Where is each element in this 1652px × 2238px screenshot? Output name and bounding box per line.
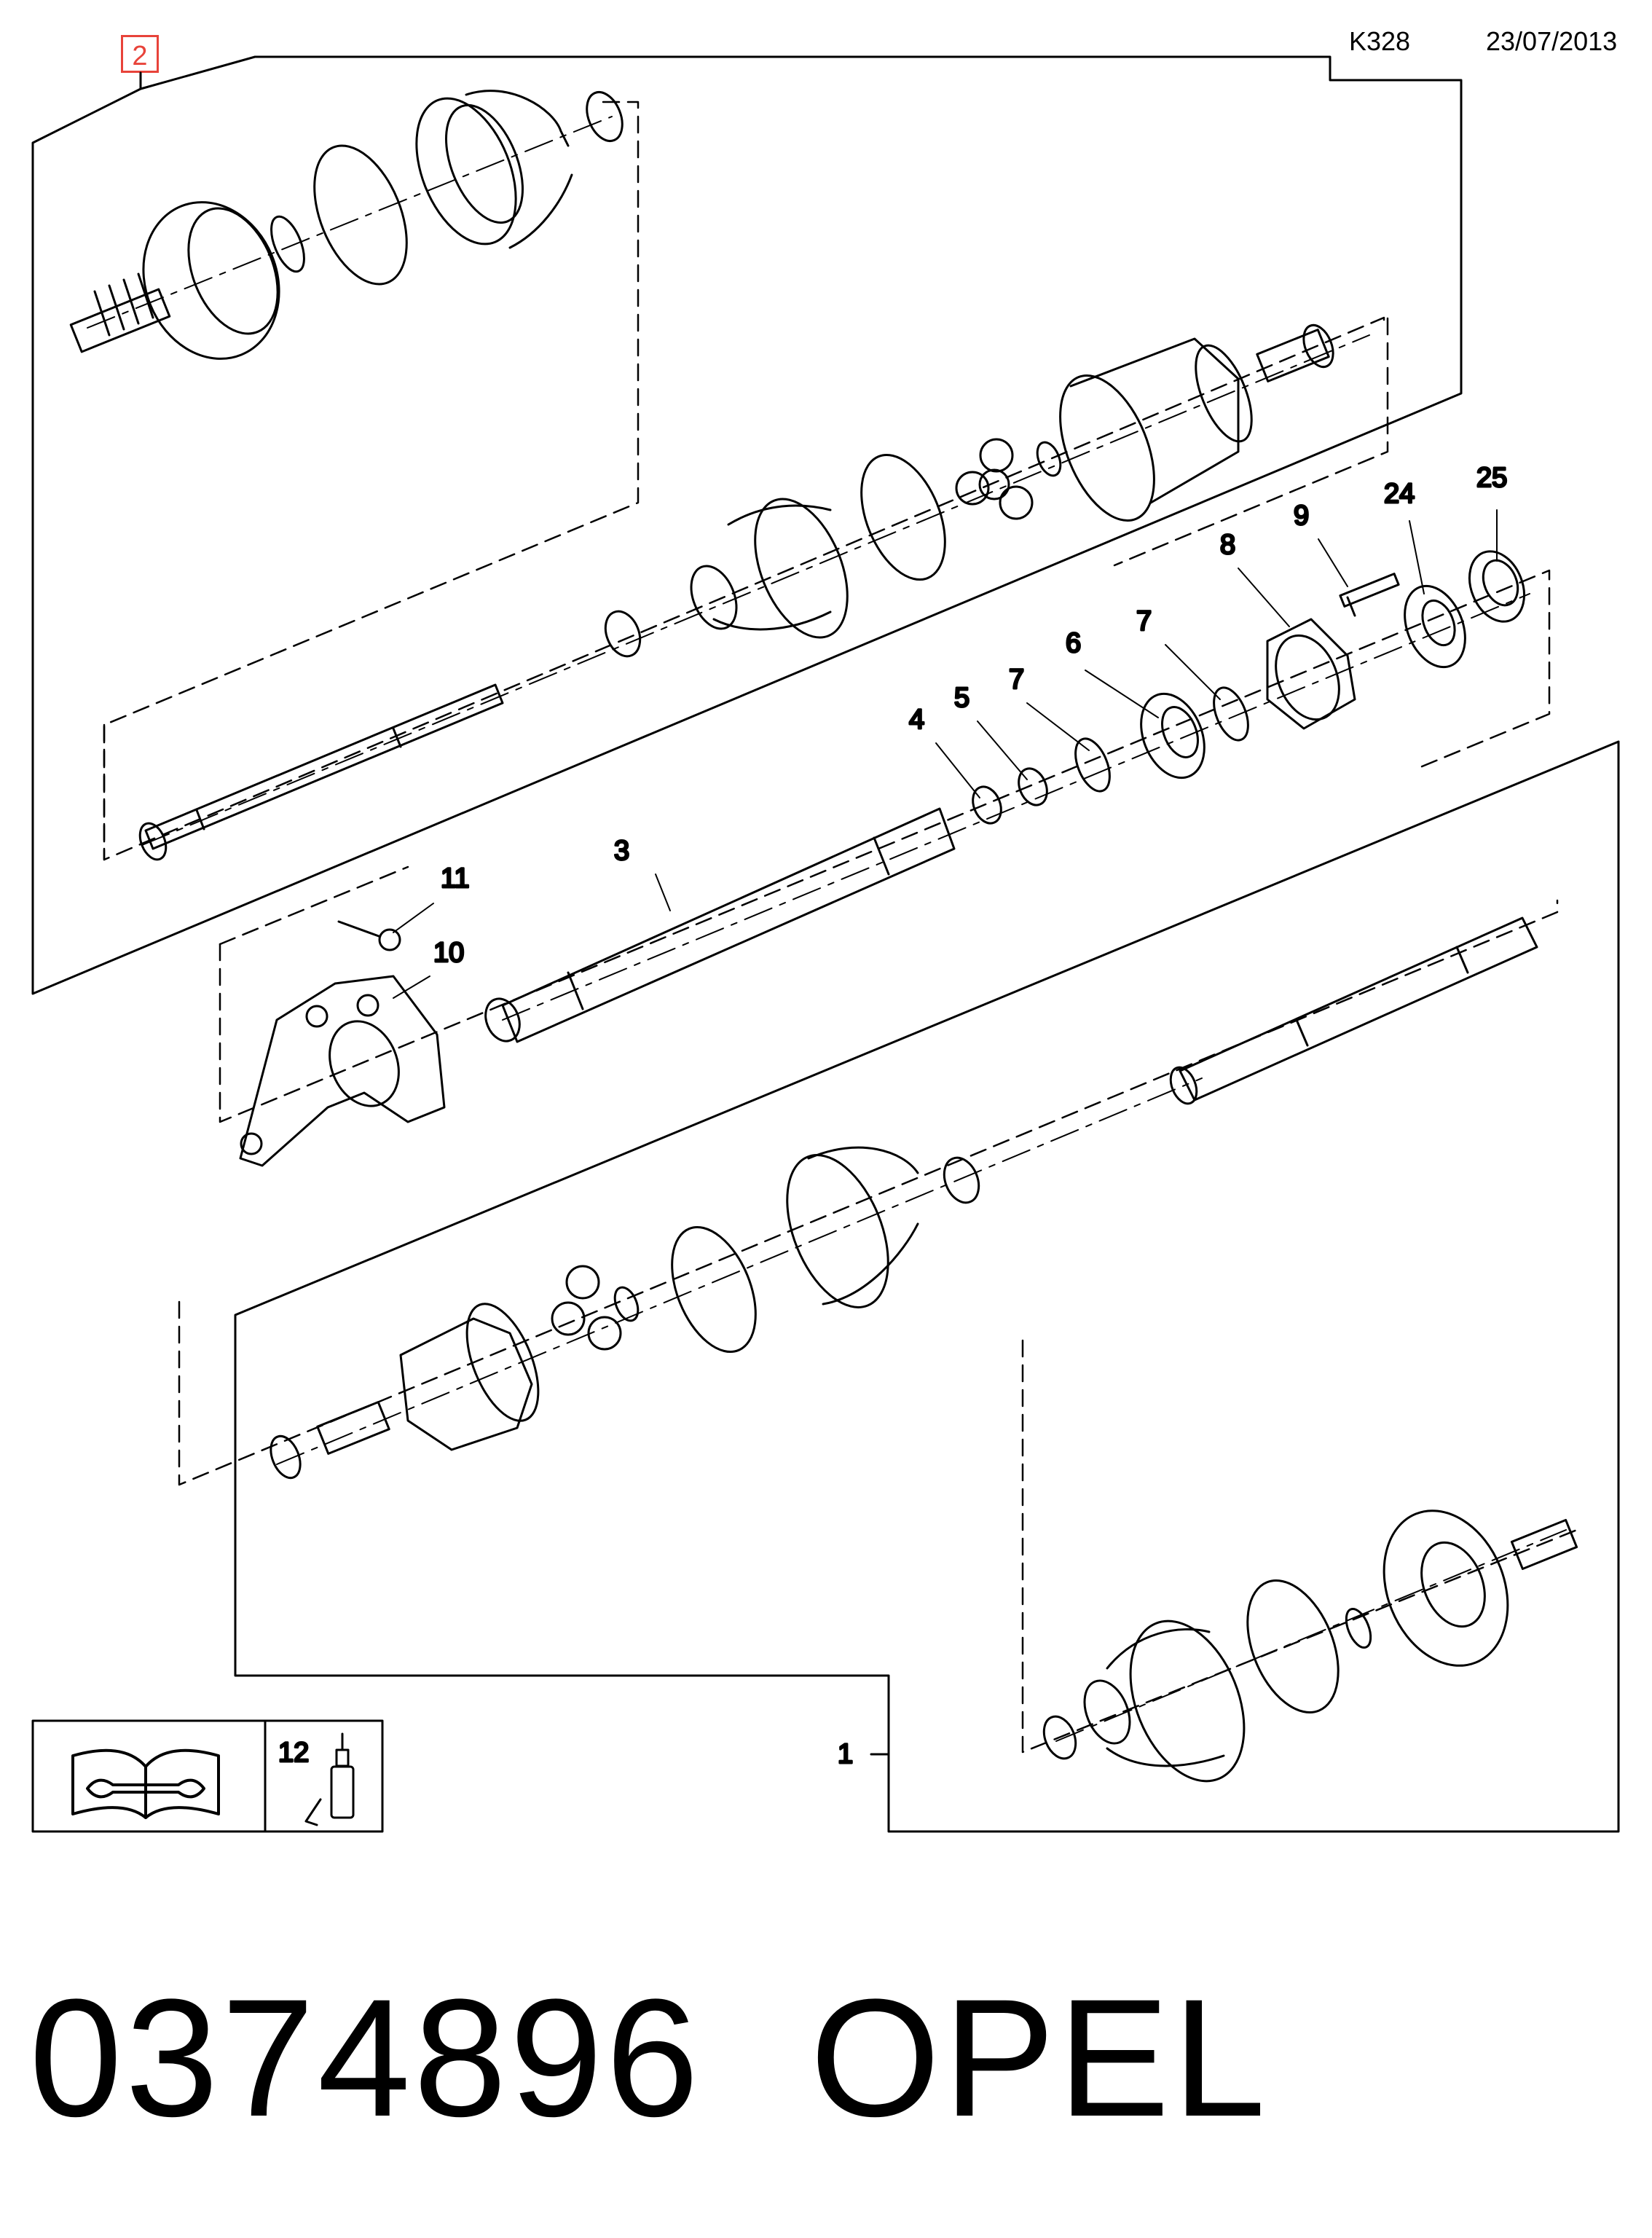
inner-joint-kit-outline <box>1113 317 1389 567</box>
circlip-7a[interactable] <box>1069 734 1117 796</box>
cv-boot-inner-lower[interactable] <box>767 1141 919 1322</box>
callout-7b[interactable]: 7 <box>1136 605 1153 638</box>
part-number: 0374896 <box>29 1964 702 2151</box>
drive-shaft-lower[interactable] <box>1165 916 1538 1107</box>
outer-cv-joint-lower[interactable] <box>1362 1492 1578 1684</box>
boot-clamp-small-top[interactable] <box>580 87 629 146</box>
cv-boot-top[interactable] <box>397 84 573 259</box>
circlip-spider-upper[interactable] <box>1033 439 1065 479</box>
callout-7a[interactable]: 7 <box>1008 664 1026 696</box>
upper-assembly-frame <box>31 55 1463 995</box>
ring-4[interactable] <box>968 782 1007 828</box>
tripod-spider-lower[interactable] <box>551 1265 622 1351</box>
circlip-spider-lower[interactable] <box>610 1284 642 1324</box>
lower-shaft-outline <box>178 899 1559 1486</box>
manual-wrench-icon <box>71 1748 220 1819</box>
circlip-inner-lower[interactable] <box>265 1432 306 1482</box>
callout-5[interactable]: 5 <box>953 682 971 715</box>
boot-clamp-small-lower-outer[interactable] <box>1038 1712 1082 1764</box>
outer-joint-lower-outline <box>1021 1339 1582 1754</box>
axis-top <box>87 116 613 329</box>
bearing-24[interactable] <box>1393 577 1476 676</box>
callout-12[interactable]: 12 <box>278 1737 310 1770</box>
outer-joint-kit-outline <box>103 101 640 861</box>
callout-4[interactable]: 4 <box>908 704 926 737</box>
legend-box <box>31 1719 384 1833</box>
cv-boot-outer-lower[interactable] <box>1076 1604 1266 1798</box>
inner-joint-outline <box>103 316 1385 861</box>
outer-cv-joint-top[interactable] <box>69 181 302 379</box>
circlip-top[interactable] <box>264 212 310 276</box>
bracket-outline <box>219 865 409 946</box>
axis-intermediate <box>502 593 1530 1021</box>
callout-11[interactable]: 11 <box>440 863 471 895</box>
inner-tripod-housing-lower[interactable] <box>316 1294 553 1455</box>
lubricant-bottle-icon <box>304 1732 355 1826</box>
callout-8[interactable]: 8 <box>1219 529 1237 562</box>
boot-clamp-small-lower[interactable] <box>938 1153 986 1208</box>
cv-boot-inner-upper[interactable] <box>683 486 865 651</box>
group-ref-badge[interactable]: 2 <box>121 35 159 73</box>
bearing-housing-8[interactable] <box>1264 618 1356 730</box>
inner-tripod-housing[interactable] <box>1042 329 1330 534</box>
callout-24[interactable]: 24 <box>1383 478 1416 511</box>
axis-upper-shaft <box>141 334 1370 846</box>
boot-clamp-large-top[interactable] <box>296 133 425 298</box>
axis-lower-shaft <box>276 1077 1203 1465</box>
callout-6[interactable]: 6 <box>1065 627 1082 660</box>
intermediate-shaft[interactable] <box>479 807 956 1046</box>
circlip-inner-upper[interactable] <box>1298 321 1339 371</box>
bolt-9[interactable] <box>1339 573 1400 617</box>
circlip-outer-lower[interactable] <box>1342 1606 1376 1651</box>
axis-outer-joint <box>1055 1529 1567 1742</box>
boot-clamp-large-lower[interactable] <box>1230 1567 1356 1725</box>
callout-10[interactable]: 10 <box>433 937 465 970</box>
drawing-code: K328 <box>1349 26 1411 56</box>
bearing-6[interactable] <box>1129 684 1216 787</box>
support-bracket-10[interactable] <box>239 975 446 1167</box>
brand-name: OPEL <box>810 1964 1269 2151</box>
boot-clamp-small-inner-upper[interactable] <box>599 606 647 661</box>
ring-5[interactable] <box>1014 764 1053 809</box>
callout-9[interactable]: 9 <box>1293 500 1310 533</box>
boot-clamp-large-inner-lower[interactable] <box>656 1215 772 1364</box>
drive-shaft-upper[interactable] <box>135 683 504 863</box>
callout-25[interactable]: 25 <box>1476 462 1509 495</box>
bolt-11[interactable] <box>337 920 401 951</box>
boot-clamp-large-inner-upper[interactable] <box>845 443 961 592</box>
seal-25[interactable] <box>1460 543 1534 630</box>
drawing-date: 23/07/2013 <box>1486 26 1618 56</box>
intermediate-shaft-outline <box>219 569 1551 1123</box>
callout-3[interactable]: 3 <box>613 835 631 868</box>
tripod-spider-upper[interactable] <box>955 438 1034 520</box>
circlip-7b[interactable] <box>1207 683 1255 745</box>
callout-1[interactable]: 1 <box>837 1738 854 1771</box>
lower-assembly-frame <box>234 740 1620 1833</box>
